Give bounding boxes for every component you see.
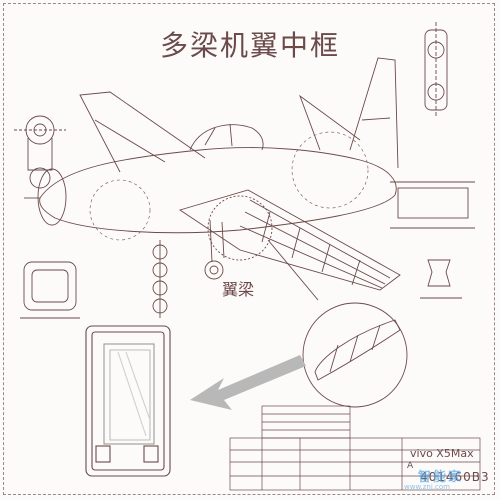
title-block-part-number: 401460B3 xyxy=(420,470,490,484)
diagram-title: 多梁机翼中框 xyxy=(159,29,340,62)
rib-sections xyxy=(152,240,168,318)
fuselage xyxy=(39,147,397,234)
bracket-detail xyxy=(424,22,448,118)
small-part-detail xyxy=(420,259,462,299)
left-wing xyxy=(79,91,206,173)
dimension-detail xyxy=(390,181,475,229)
phone-frame xyxy=(85,325,171,477)
landing-gear xyxy=(209,219,225,263)
watermark-url: www.znj.com xyxy=(404,483,450,491)
horizontal-stabilizer xyxy=(299,94,361,151)
wing-profile xyxy=(314,319,401,381)
sheet-border xyxy=(3,3,495,495)
tail-fin xyxy=(349,57,399,169)
title-block xyxy=(229,405,481,491)
title-block-code: A xyxy=(407,461,414,471)
detail-callout xyxy=(302,302,408,408)
hinge-detail xyxy=(14,115,66,189)
detail-magnifier xyxy=(207,195,273,261)
frame-detail xyxy=(20,261,80,319)
direction-arrow xyxy=(190,355,306,410)
watermark-logo: 智能家 xyxy=(418,470,464,485)
cockpit-canopy xyxy=(189,124,264,151)
right-wing xyxy=(178,189,401,291)
title-block-model: vivo X5Max xyxy=(410,447,474,460)
wing-spar-label: 翼梁 xyxy=(222,280,255,299)
